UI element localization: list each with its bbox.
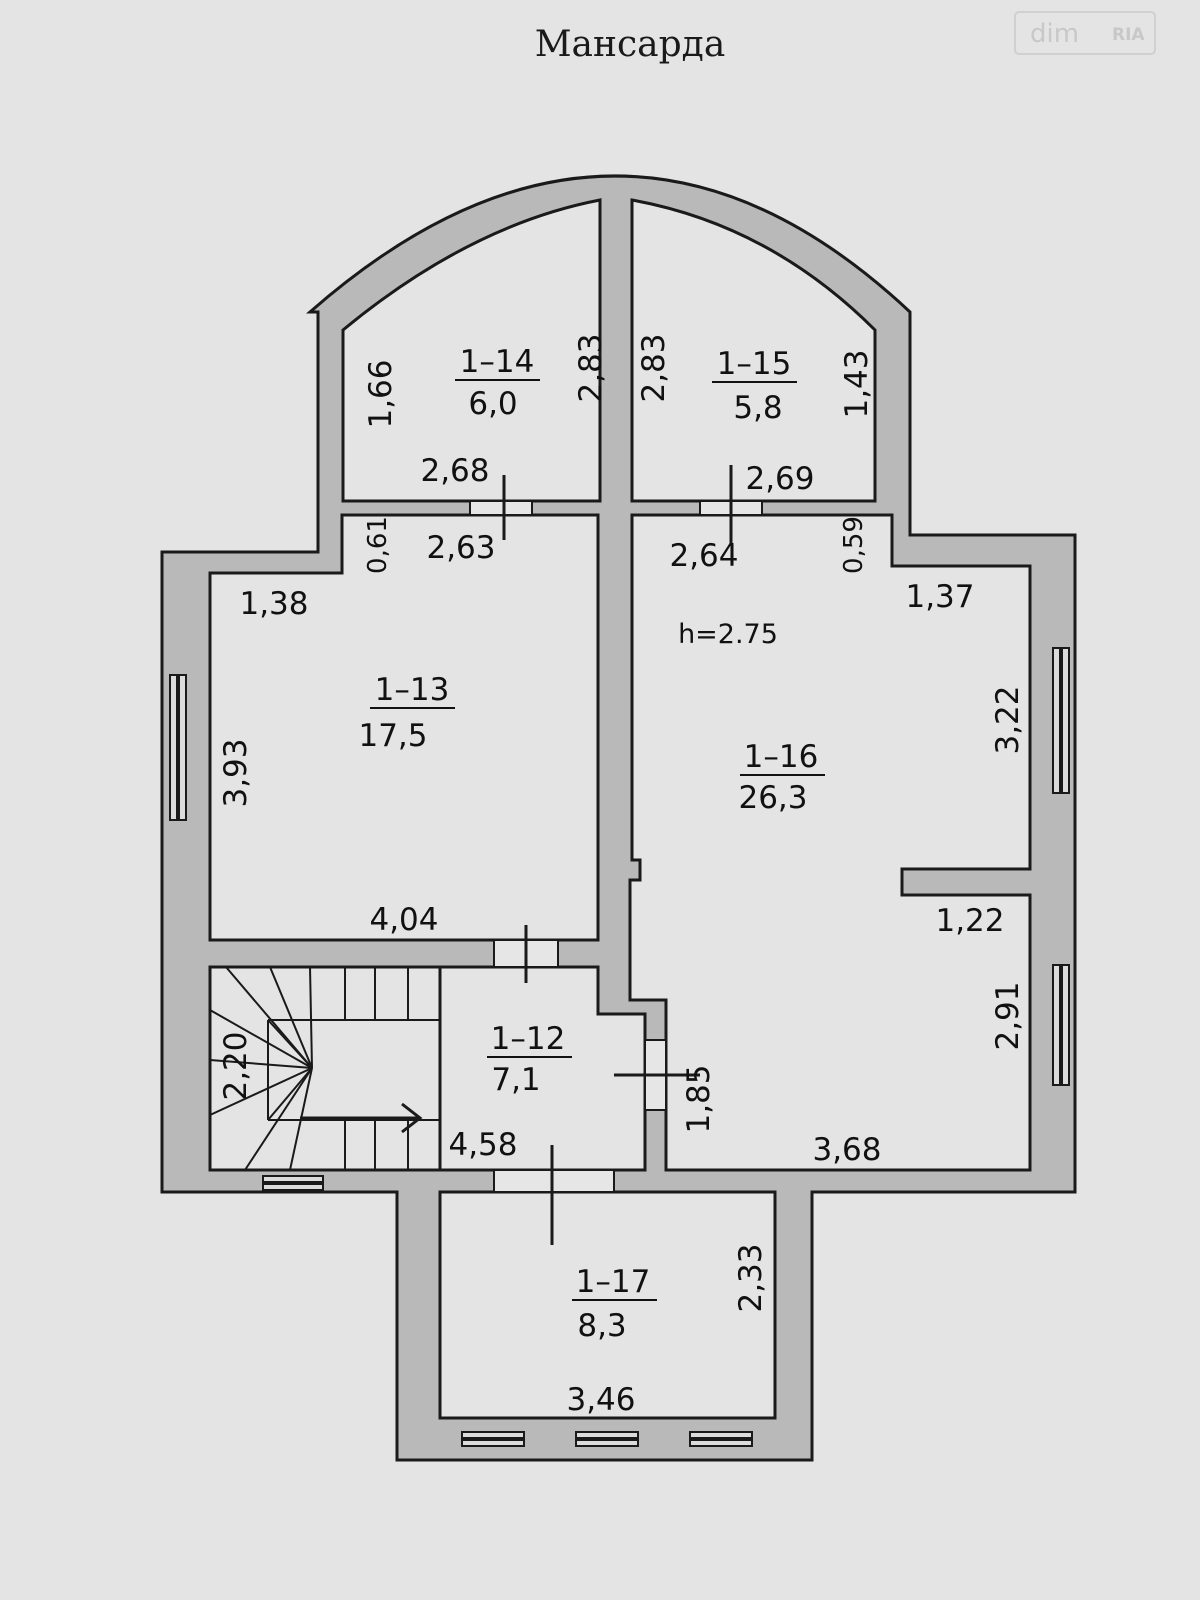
room-1-17-area: 8,3 [577,1308,626,1344]
room-1-12-area: 7,1 [491,1062,540,1098]
arch-inner-left [342,199,601,331]
room-1-15-id: 1–15 [717,346,792,382]
room-1-13-area: 17,5 [358,718,427,754]
room-1-13-id: 1–13 [375,672,450,708]
room-1-14-id: 1–14 [460,344,535,380]
room-1-16-id: 1–16 [744,739,819,775]
dim-r13-left: 3,93 [218,738,254,807]
dimensions-horizontal: 2,68 2,69 2,63 2,64 1,38 1,37 4,04 1,22 … [239,453,1004,1418]
watermark-frame [1014,11,1156,55]
room-1-12-id: 1–12 [491,1021,566,1057]
watermark-logo-text: RIA [1112,25,1145,45]
dim-r15-bottom: 2,69 [745,461,814,497]
room-1-15-area: 5,8 [733,390,782,426]
dim-r16-right-mid: 1,22 [935,903,1004,939]
dim-r15-left: 2,83 [636,333,672,402]
windows [169,647,1070,1447]
arch-inner-right [631,199,876,331]
dim-r15-right: 1,43 [839,349,875,418]
staircase [209,966,442,1171]
dim-r16-top-right: 1,37 [905,579,974,615]
watermark: dim RIA [1014,11,1156,55]
dim-r13-top: 2,63 [426,530,495,566]
dim-r13-step: 0,61 [363,516,393,574]
dim-r16-right-lower: 2,91 [990,981,1026,1050]
door-markers [502,465,733,1245]
dim-r12-bottom: 4,58 [448,1127,517,1163]
door-12-17 [493,1169,615,1193]
room-1-17-id: 1–17 [576,1264,651,1300]
dim-r13-top-left: 1,38 [239,586,308,622]
dim-r16-bottom: 3,68 [812,1132,881,1168]
room-labels: 1–14 6,0 1–15 5,8 1–13 17,5 1–16 26,3 1–… [358,344,825,1344]
dim-r17-bottom: 3,46 [566,1382,635,1418]
watermark-text: dim [1030,19,1079,49]
dim-r13-bottom: 4,04 [369,902,438,938]
door-14-13 [469,500,533,516]
dim-r16-step: 0,59 [839,516,869,574]
dim-r14-right: 2,83 [573,333,609,402]
dim-r17-right: 2,33 [733,1243,769,1312]
dim-r12-stair: 2,20 [218,1031,254,1100]
ceiling-height-note: h=2.75 [678,619,778,650]
dim-r14-bottom: 2,68 [420,453,489,489]
dim-r14-left: 1,66 [363,359,399,428]
page-title: Мансарда [535,24,726,65]
room-1-14-area: 6,0 [468,386,517,422]
dim-r12-right: 1,85 [681,1064,717,1133]
dim-r16-right-upper: 3,22 [990,685,1026,754]
dimensions-vertical: 1,66 2,83 2,83 1,43 0,61 0,59 3,93 3,22 … [218,333,1026,1312]
room-1-16-area: 26,3 [738,780,807,816]
dim-r16-top: 2,64 [669,538,738,574]
